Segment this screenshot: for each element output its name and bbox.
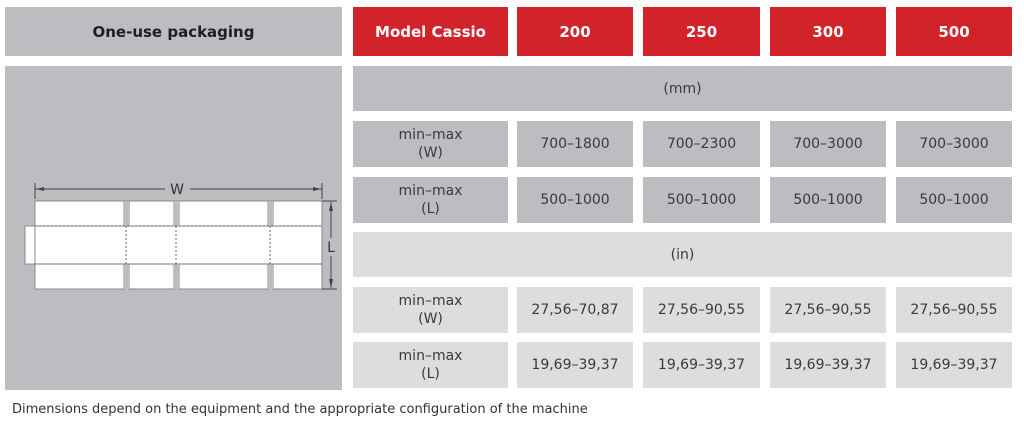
- value-cell: 700–1800: [517, 121, 633, 167]
- footnote: Dimensions depend on the equipment and t…: [12, 402, 588, 417]
- value-cell: 19,69–39,37: [643, 342, 760, 388]
- value-cell: 27,56–90,55: [896, 287, 1012, 333]
- value-cell: 500–1000: [517, 177, 633, 223]
- packaging-diagram-panel: W L: [5, 66, 342, 390]
- model-column-header: 500: [896, 7, 1012, 56]
- length-label: L: [327, 240, 335, 256]
- row-label-dimension: (L): [421, 201, 440, 217]
- row-label-text: min–max: [398, 293, 463, 309]
- row-label-text: min–max: [398, 348, 463, 364]
- value-cell: 19,69–39,37: [517, 342, 633, 388]
- value-cell: 500–1000: [770, 177, 886, 223]
- arrow-right-icon: [313, 187, 321, 191]
- value-cell: 700–3000: [896, 121, 1012, 167]
- arrow-up-icon: [329, 202, 333, 211]
- model-column-header: 300: [770, 7, 886, 56]
- row-label: min–max (W): [353, 121, 508, 167]
- unit-band: (in): [353, 232, 1012, 277]
- row-label: min–max (L): [353, 177, 508, 223]
- value-cell: 27,56–70,87: [517, 287, 633, 333]
- value-cell: 19,69–39,37: [770, 342, 886, 388]
- model-header: Model Cassio: [353, 7, 508, 56]
- unit-band: (mm): [353, 66, 1012, 111]
- row-label-text: min–max: [398, 183, 463, 199]
- model-column-header: 200: [517, 7, 633, 56]
- row-label-dimension: (W): [418, 311, 443, 327]
- model-column-header: 250: [643, 7, 760, 56]
- row-label: min–max (W): [353, 287, 508, 333]
- value-cell: 27,56–90,55: [770, 287, 886, 333]
- value-cell: 27,56–90,55: [643, 287, 760, 333]
- value-cell: 19,69–39,37: [896, 342, 1012, 388]
- row-label-dimension: (W): [418, 145, 443, 161]
- value-cell: 700–3000: [770, 121, 886, 167]
- row-label: min–max (L): [353, 342, 508, 388]
- row-label-text: min–max: [398, 127, 463, 143]
- row-label-dimension: (L): [421, 366, 440, 382]
- arrow-left-icon: [36, 187, 44, 191]
- width-label: W: [170, 182, 184, 198]
- value-cell: 700–2300: [643, 121, 760, 167]
- value-cell: 500–1000: [643, 177, 760, 223]
- value-cell: 500–1000: [896, 177, 1012, 223]
- arrow-down-icon: [329, 279, 333, 288]
- table-title: One-use packaging: [5, 7, 342, 56]
- box-blank-diagram: W L: [24, 182, 337, 290]
